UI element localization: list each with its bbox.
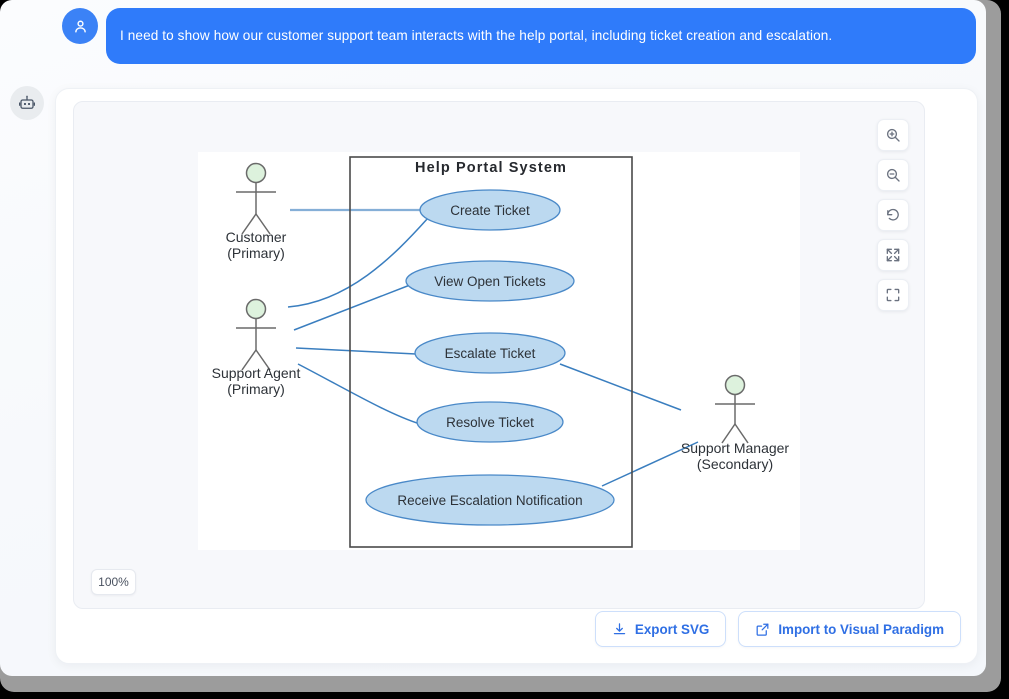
assoc-support-agent-view-open xyxy=(293,284,411,331)
fit-to-screen-button[interactable] xyxy=(877,239,909,271)
diagram-canvas[interactable]: Help Portal System Create Ticket xyxy=(198,152,800,550)
use-case-diagram-svg: Help Portal System Create Ticket xyxy=(212,156,790,548)
export-svg-button[interactable]: Export SVG xyxy=(594,611,727,647)
use-case-view-open-tickets[interactable]: View Open Tickets xyxy=(405,260,575,302)
assoc-support-agent-escalate xyxy=(295,347,417,355)
use-case-label: Resolve Ticket xyxy=(446,415,534,430)
assoc-escalate-support-manager xyxy=(559,363,682,411)
card-action-bar: Export SVG Import to Visual Paradigm xyxy=(56,611,979,647)
actor-label: Support Agent xyxy=(212,365,301,381)
actor-support-manager[interactable]: Support Manager (Secondary) xyxy=(681,374,790,473)
actor-role: (Primary) xyxy=(227,245,285,261)
import-visual-paradigm-label: Import to Visual Paradigm xyxy=(778,621,944,637)
use-case-create-ticket[interactable]: Create Ticket xyxy=(419,189,561,231)
download-icon xyxy=(613,622,626,634)
use-case-label: Create Ticket xyxy=(450,203,530,218)
user-message-bubble: I need to show how our customer support … xyxy=(106,8,976,64)
chat-message-row: I need to show how our customer support … xyxy=(62,8,978,70)
use-case-label: Receive Escalation Notification xyxy=(397,493,582,508)
association-lines xyxy=(287,208,699,487)
fullscreen-icon xyxy=(886,288,900,302)
zoom-out-icon xyxy=(886,168,900,182)
user-message-text: I need to show how our customer support … xyxy=(120,27,833,43)
use-case-resolve-ticket[interactable]: Resolve Ticket xyxy=(416,401,564,443)
fullscreen-button[interactable] xyxy=(877,279,909,311)
import-visual-paradigm-button[interactable]: Import to Visual Paradigm xyxy=(738,611,961,647)
user-avatar xyxy=(62,8,98,44)
zoom-level-badge[interactable]: 100% xyxy=(91,569,136,595)
robot-icon xyxy=(19,95,35,109)
actor-label: Customer xyxy=(226,229,287,245)
external-link-icon xyxy=(756,623,769,636)
diagram-toolbar xyxy=(877,119,909,311)
actor-role: (Primary) xyxy=(227,381,285,397)
actor-customer[interactable]: Customer (Primary) xyxy=(226,162,287,262)
assoc-support-agent-create-ticket xyxy=(287,217,429,308)
use-case-receive-escalation-notification[interactable]: Receive Escalation Notification xyxy=(365,474,615,526)
assoc-support-agent-resolve xyxy=(297,363,421,425)
app-screen: I need to show how our customer support … xyxy=(0,0,986,676)
assistant-avatar xyxy=(10,86,44,120)
use-case-label: View Open Tickets xyxy=(434,274,546,289)
assistant-response-card: 100% xyxy=(55,88,978,664)
use-case-escalate-ticket[interactable]: Escalate Ticket xyxy=(414,332,566,374)
actor-label: Support Manager xyxy=(681,440,790,456)
zoom-level-text: 100% xyxy=(98,575,129,589)
system-boundary-label: Help Portal System xyxy=(415,160,567,176)
export-svg-label: Export SVG xyxy=(634,621,710,637)
rotate-ccw-icon xyxy=(887,208,899,221)
use-case-label: Escalate Ticket xyxy=(445,346,536,361)
system-boundary: Help Portal System xyxy=(349,156,633,548)
reset-view-button[interactable] xyxy=(877,199,909,231)
zoom-in-button[interactable] xyxy=(877,119,909,151)
diagram-viewer-panel[interactable]: 100% xyxy=(73,101,925,609)
use-cases: Create Ticket View Open Tickets Escalate… xyxy=(365,189,615,526)
user-icon xyxy=(74,20,86,33)
assoc-receive-notif-support-manager xyxy=(601,441,699,487)
actors: Customer (Primary) Support Agent xyxy=(212,162,790,473)
zoom-out-button[interactable] xyxy=(877,159,909,191)
zoom-in-icon xyxy=(886,128,900,142)
actor-role: (Secondary) xyxy=(697,456,773,472)
expand-arrows-icon xyxy=(886,248,900,262)
actor-support-agent[interactable]: Support Agent (Primary) xyxy=(212,298,301,398)
